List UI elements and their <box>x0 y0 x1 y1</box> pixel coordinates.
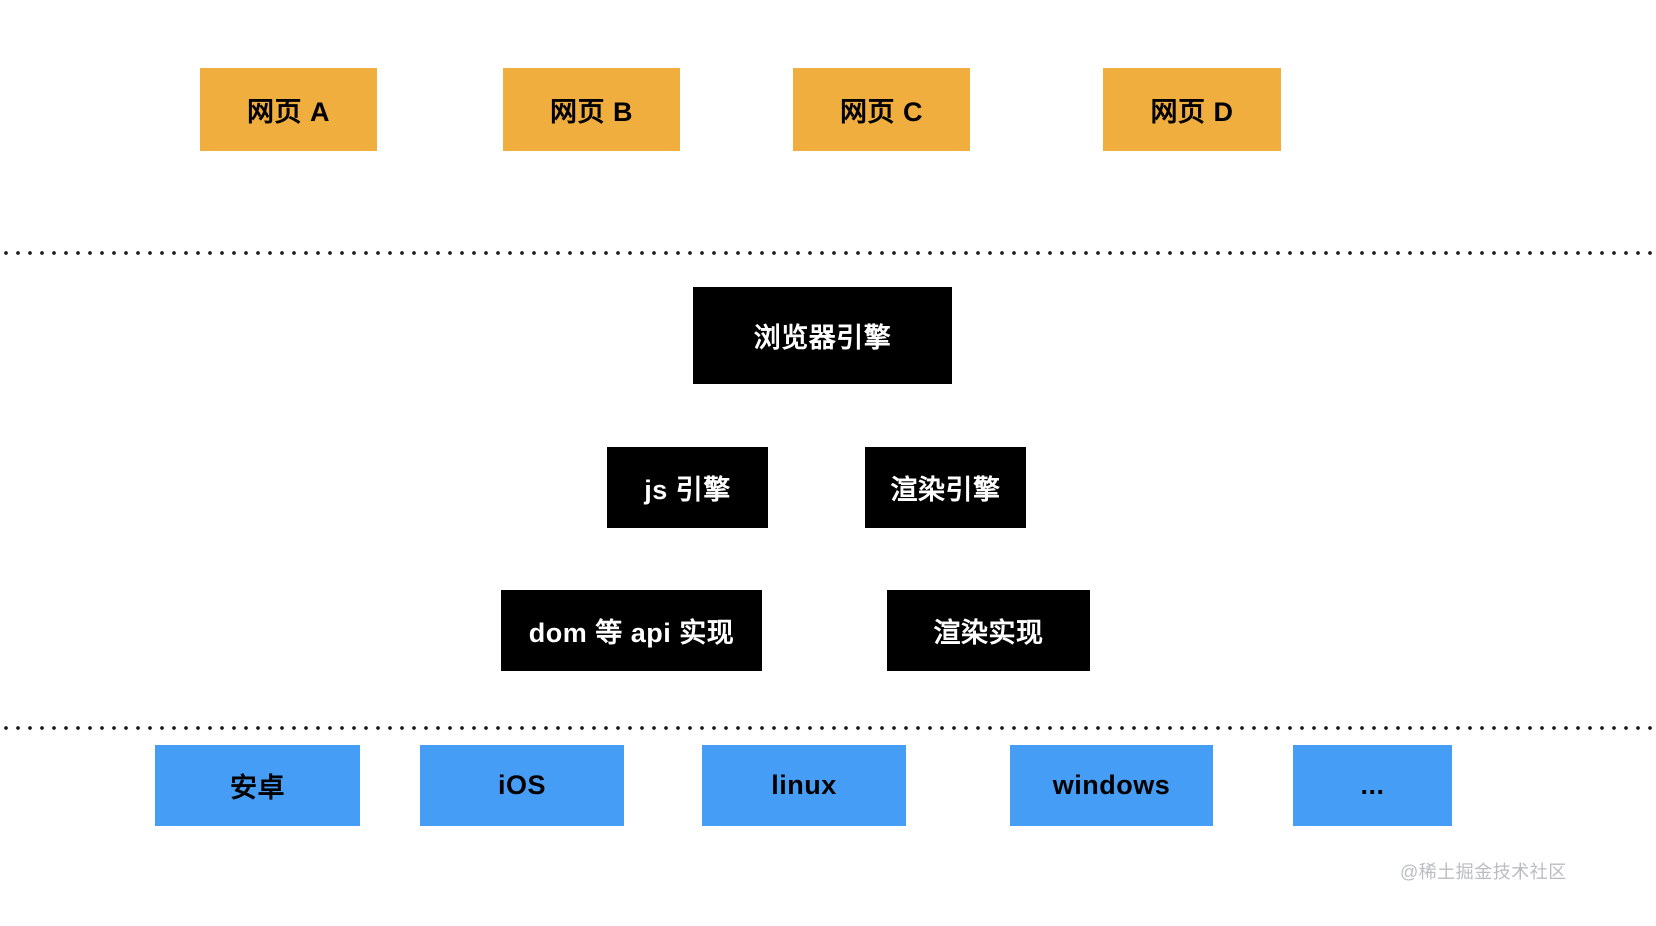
node-browser-engine-dom-等-api-实现: dom 等 api 实现 <box>501 590 762 671</box>
node-operating-systems-iOS: iOS <box>420 745 624 826</box>
watermark: @稀土掘金技术社区 <box>1400 862 1567 882</box>
divider-bottom <box>0 726 1656 730</box>
node-web-pages-网页-B: 网页 B <box>503 68 680 151</box>
node-web-pages-网页-C: 网页 C <box>793 68 970 151</box>
node-browser-engine-js-引擎: js 引擎 <box>607 447 768 528</box>
node-web-pages-网页-D: 网页 D <box>1103 68 1281 151</box>
node-operating-systems-linux: linux <box>702 745 906 826</box>
node-browser-engine-浏览器引擎: 浏览器引擎 <box>693 287 952 384</box>
node-browser-engine-渲染引擎: 渲染引擎 <box>865 447 1026 528</box>
node-operating-systems-windows: windows <box>1010 745 1213 826</box>
node-web-pages-网页-A: 网页 A <box>200 68 377 151</box>
node-operating-systems-dotdotdot: ... <box>1293 745 1452 826</box>
node-browser-engine-渲染实现: 渲染实现 <box>887 590 1090 671</box>
divider-top <box>0 251 1656 255</box>
node-operating-systems-安卓: 安卓 <box>155 745 360 826</box>
